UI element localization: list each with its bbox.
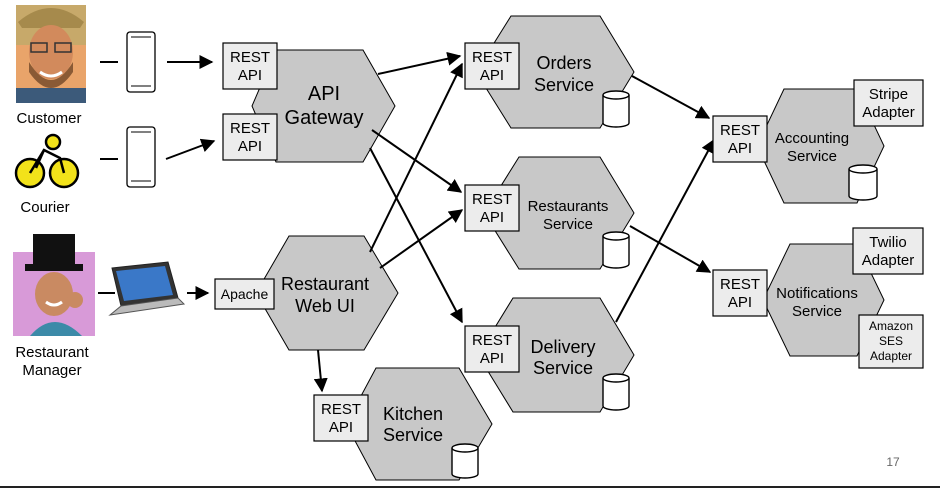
restaurants-rest-api-box xyxy=(464,184,520,232)
api-label: API xyxy=(480,209,504,226)
stripe-adapter-label: Stripe xyxy=(869,86,908,103)
api-gateway-label: API xyxy=(308,83,340,105)
ses-adapter-label: Amazon xyxy=(869,319,913,333)
database-icon xyxy=(602,373,630,411)
rest-label: REST xyxy=(720,276,760,293)
accounting-service-label: Service xyxy=(787,148,837,165)
accounting-rest-api-box xyxy=(712,115,768,163)
rest-label: REST xyxy=(321,401,361,418)
restaurants-service-label: Service xyxy=(543,216,593,233)
api-gateway-label: Gateway xyxy=(285,107,364,129)
edge-webui-kitchen xyxy=(313,349,328,393)
web-ui-label: Web UI xyxy=(295,296,355,316)
orders-service-label: Orders xyxy=(536,53,591,73)
web-ui-label: Restaurant xyxy=(281,274,369,294)
edge-orders-accounting xyxy=(631,75,711,119)
api-label: API xyxy=(329,419,353,436)
ses-adapter-label: Adapter xyxy=(870,349,912,363)
edge-gateway-restaurants xyxy=(371,129,463,193)
edge-webui-restaurants xyxy=(379,209,464,269)
api-label: API xyxy=(480,67,504,84)
orders-service-label: Service xyxy=(534,75,594,95)
database-icon xyxy=(451,443,479,479)
twilio-adapter-label: Twilio xyxy=(869,234,907,251)
customer-label: Customer xyxy=(16,110,81,127)
laptop-icon xyxy=(108,261,186,316)
rest-label: REST xyxy=(472,332,512,349)
mobile-phone-icon xyxy=(126,126,156,188)
notifications-rest-api-box xyxy=(712,269,768,317)
manager-label-line2: Manager xyxy=(22,362,81,379)
ses-adapter-box xyxy=(858,314,924,369)
rest-label: REST xyxy=(472,191,512,208)
edge-gateway-delivery xyxy=(369,147,463,324)
courier-label: Courier xyxy=(20,199,69,216)
delivery-service-label: Delivery xyxy=(530,337,595,357)
mobile-phone-icon xyxy=(126,31,156,93)
database-icon xyxy=(602,231,630,269)
database-icon xyxy=(848,164,878,201)
api-label: API xyxy=(480,350,504,367)
gateway-rest-api-box-1 xyxy=(222,42,278,90)
database-icon xyxy=(602,90,630,128)
kitchen-service-label: Service xyxy=(383,425,443,445)
rest-label: REST xyxy=(230,120,270,137)
notifications-service-label: Service xyxy=(792,303,842,320)
edge-courier-phone xyxy=(165,138,216,160)
page-number: 17 xyxy=(886,455,900,469)
kitchen-service-label: Kitchen xyxy=(383,404,443,424)
apache-adapter-box xyxy=(214,278,275,310)
restaurants-service-label: Restaurants xyxy=(528,198,609,215)
edge-delivery-accounting xyxy=(615,138,715,323)
notifications-service-label: Notifications xyxy=(776,285,858,302)
manager-label-line1: Restaurant xyxy=(15,344,89,361)
delivery-rest-api-box xyxy=(464,325,520,373)
edge-webui-orders xyxy=(369,62,463,253)
twilio-adapter-label: Adapter xyxy=(862,252,915,269)
accounting-service-label: Accounting xyxy=(775,130,849,147)
api-label: API xyxy=(238,67,262,84)
api-label: API xyxy=(238,138,262,155)
restaurant-manager-avatar xyxy=(13,234,95,336)
ses-adapter-label: SES xyxy=(879,334,903,348)
gateway-rest-api-box-2 xyxy=(222,113,278,161)
stripe-adapter-label: Adapter xyxy=(862,104,915,121)
api-label: API xyxy=(728,294,752,311)
rest-label: REST xyxy=(472,49,512,66)
customer-avatar xyxy=(16,5,86,103)
rest-label: REST xyxy=(720,122,760,139)
edge-restaurants-notifications xyxy=(629,225,712,273)
stripe-adapter-box xyxy=(853,79,924,127)
api-gateway-node xyxy=(251,49,396,163)
edge-gateway-orders xyxy=(377,51,462,75)
delivery-service-label: Service xyxy=(533,358,593,378)
api-label: API xyxy=(728,140,752,157)
apache-label: Apache xyxy=(221,286,269,302)
bicycle-icon xyxy=(14,133,80,189)
kitchen-rest-api-box xyxy=(313,394,369,442)
orders-rest-api-box xyxy=(464,42,520,90)
twilio-adapter-box xyxy=(852,227,924,275)
rest-label: REST xyxy=(230,49,270,66)
